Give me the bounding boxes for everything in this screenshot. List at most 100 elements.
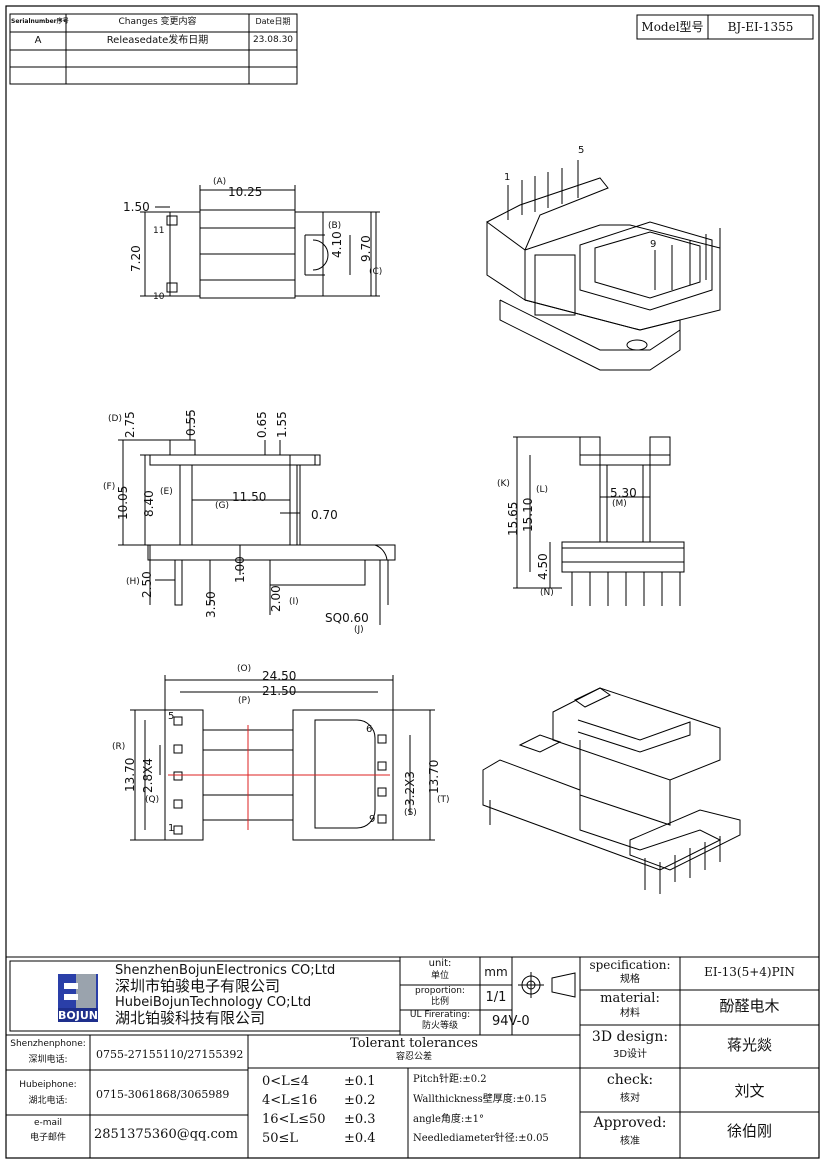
iso-pin-label: 9 (650, 239, 657, 250)
dim-label: 15.10 (521, 497, 535, 532)
dim-label: (I) (289, 597, 299, 607)
rev-row-serial: A (34, 35, 42, 46)
dim-label: (L) (536, 485, 549, 495)
end-view-lines (513, 436, 685, 606)
unit-value: mm (484, 965, 508, 979)
dim-label: (N) (540, 588, 554, 598)
tolerance-note: Wallthickness壁厚度:±0.15 (413, 1094, 547, 1105)
dim-label: (F) (103, 482, 116, 492)
dim-label: (O) (237, 664, 252, 674)
dim-label: (D) (108, 414, 122, 424)
iso-view-1-lines (486, 160, 721, 371)
side-view-lines (118, 412, 396, 625)
contact-label-cn: 电子邮件 (29, 1133, 66, 1143)
pin-label: 1 (168, 823, 175, 834)
model-label: Model型号 (641, 20, 704, 34)
dim-label: (E) (160, 487, 173, 497)
dim-label: (T) (437, 795, 450, 805)
approved-label-en: Approved: (593, 1115, 667, 1131)
logo-text: BOJUN (58, 1009, 98, 1022)
company-line-3: HubeiBojunTechnology CO;Ltd (115, 995, 312, 1010)
tolerance-value: ±0.2 (344, 1093, 376, 1108)
material-value: 酚醛电木 (719, 997, 780, 1015)
dim-label: 21.50 (262, 684, 297, 698)
dim-label: 24.50 (262, 669, 297, 683)
rev-header-changes: Changes 变更内容 (118, 17, 197, 27)
dim-label: 10.05 (116, 485, 130, 520)
title-block-lines (5, 956, 820, 1159)
contact-label-en: Hubeiphone: (19, 1080, 77, 1090)
tolerance-range: 16<L≤50 (262, 1112, 326, 1127)
dim-label: (J) (354, 625, 364, 635)
tolerance-value: ±0.1 (344, 1074, 376, 1089)
dim-label: (R) (112, 742, 126, 752)
dim-label: SQ0.60 (325, 611, 369, 625)
contact-label-cn: 湖北电话: (28, 1096, 68, 1106)
approved-label-cn: 核准 (620, 1136, 640, 1147)
spec-label-cn: 规格 (620, 974, 640, 985)
dim-label: 1.50 (123, 200, 150, 214)
dim-label: 11.50 (232, 490, 267, 504)
dim-label: (G) (215, 501, 229, 511)
dim-label: (A) (213, 177, 227, 187)
dim-label: 8.40 (142, 490, 156, 517)
contact-label-cn: 深圳电话: (28, 1055, 68, 1065)
dim-label: 3.50 (204, 591, 218, 618)
rev-row-date: 23.08.30 (252, 35, 294, 45)
ul-value: 94V-0 (492, 1014, 530, 1029)
dim-label: 7.20 (129, 245, 143, 272)
bottom-view-lines (130, 675, 435, 841)
dim-label: 0.70 (311, 508, 338, 522)
iso-pin-label: 5 (578, 145, 585, 156)
pin-label: 11 (153, 226, 165, 236)
tolerance-range: 0<L≤4 (262, 1074, 309, 1089)
proportion-label-en: proportion: (415, 986, 465, 996)
dim-label: 4.10 (330, 231, 344, 258)
pin-label: 9 (369, 814, 376, 825)
dim-label: 3.2X3 (403, 771, 417, 806)
dim-label: 10.25 (228, 185, 263, 199)
proportion-label-cn: 比例 (430, 997, 449, 1007)
dim-label: (S) (404, 808, 417, 818)
dim-label: (M) (612, 499, 627, 509)
top-view-lines (140, 185, 380, 299)
logo-shape (58, 974, 98, 1022)
dim-label: (K) (497, 479, 510, 489)
dim-label: 5.30 (610, 486, 637, 500)
dim-label: 13.70 (427, 759, 441, 794)
ul-label-en: UL Firerating: (409, 1010, 471, 1020)
check-label-en: check: (606, 1072, 654, 1088)
tolerance-range: 4<L≤16 (262, 1093, 318, 1108)
dim-label: (B) (328, 221, 342, 231)
company-line-2: 深圳市铂骏电子有限公司 (115, 977, 281, 995)
check-value: 刘文 (734, 1082, 765, 1100)
spec-value: EI-13(5+4)PIN (704, 965, 795, 979)
company-line-1: ShenzhenBojunElectronics CO;Ltd (115, 963, 336, 978)
dim-label: 1.55 (275, 411, 289, 438)
contact-value: 0755-27155110/27155392 (96, 1048, 244, 1061)
rev-row-change: Releasedate发布日期 (106, 35, 209, 46)
check-label-cn: 核对 (620, 1093, 640, 1104)
tolerance-value: ±0.3 (344, 1112, 376, 1127)
iso-pin-label: 1 (504, 172, 511, 183)
unit-label-cn: 单位 (430, 971, 449, 981)
dim-label: 15.65 (506, 501, 520, 536)
dim-label: 2.75 (123, 411, 137, 438)
dim-label: 2.8X4 (141, 758, 155, 793)
dim-label: 2.00 (269, 585, 283, 612)
dim-label: 2.50 (140, 571, 154, 598)
pin-label: 5 (168, 711, 175, 722)
dim-label: 0.65 (255, 411, 269, 438)
ul-label-cn: 防火等级 (421, 1021, 458, 1031)
pin-label: 10 (153, 292, 165, 302)
dim-label: (P) (238, 696, 251, 706)
proportion-value: 1/1 (485, 990, 507, 1005)
rev-header-serial: Serialnumber序号 (11, 18, 69, 25)
design-value: 蒋光燚 (726, 1036, 772, 1054)
model-value: BJ-EI-1355 (727, 20, 794, 34)
rev-header-date: Date日期 (255, 17, 291, 26)
dim-label: 0.55 (184, 409, 198, 436)
contact-value: 2851375360@qq.com (94, 1127, 238, 1142)
tolerance-range: 50≤L (262, 1131, 299, 1146)
contact-label-en: Shenzhenphone: (10, 1039, 86, 1049)
